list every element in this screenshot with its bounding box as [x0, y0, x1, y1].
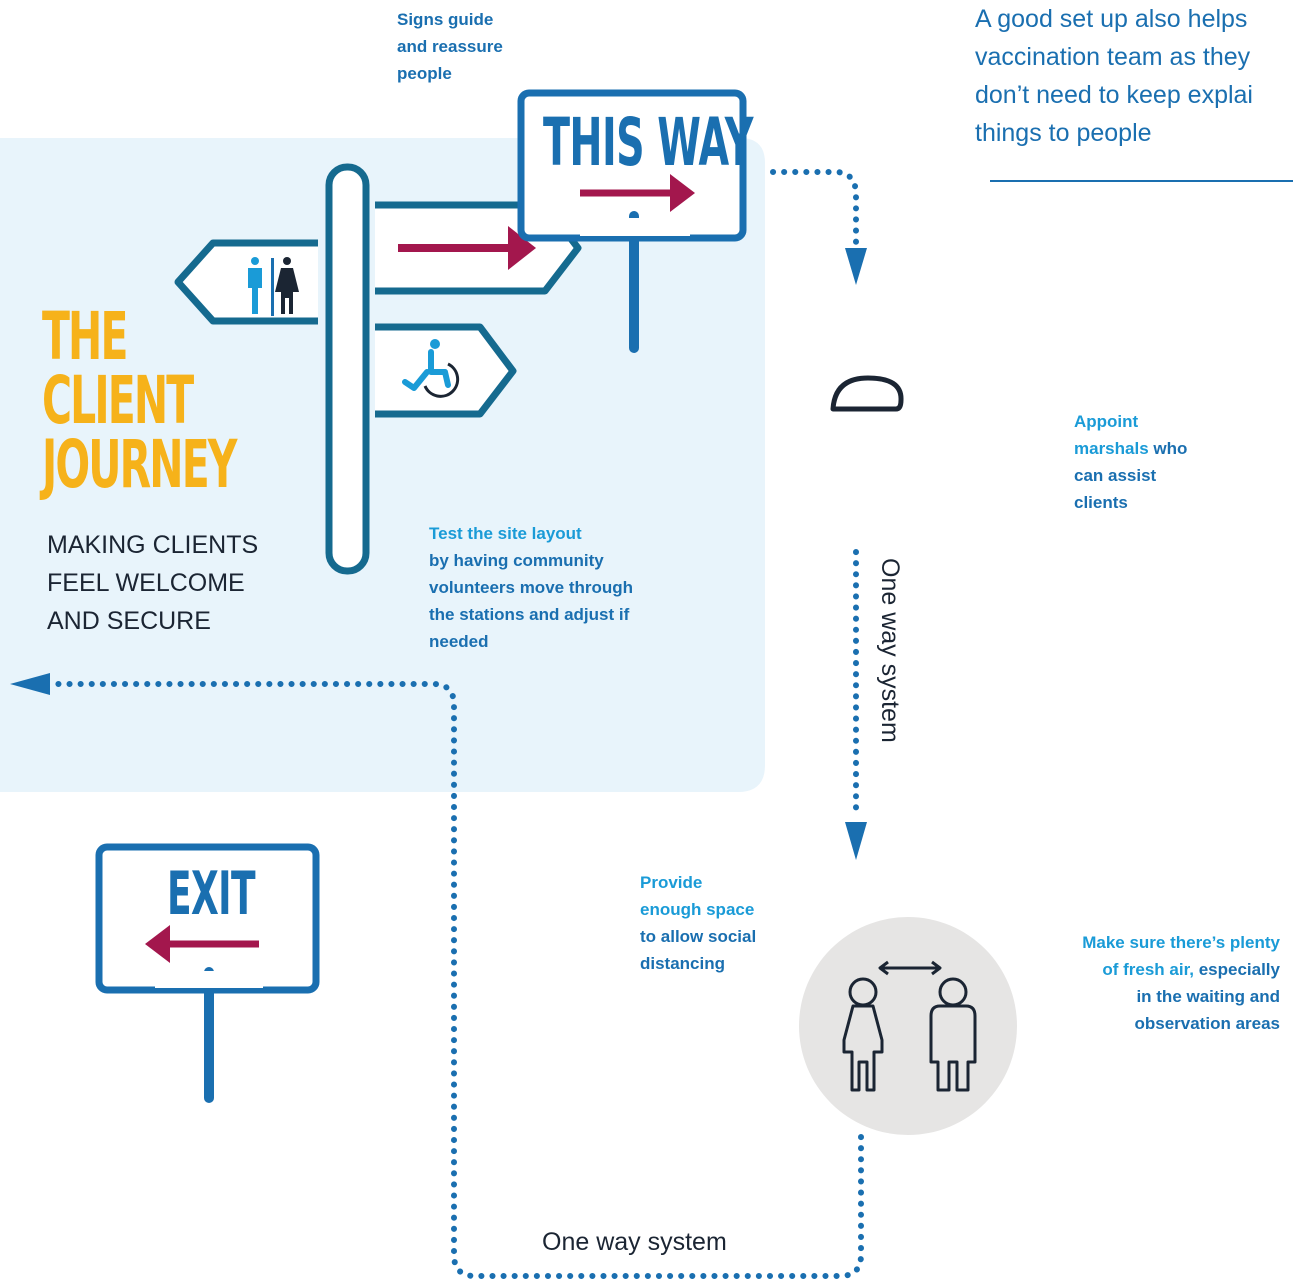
note-highlight: Test the site layout: [429, 524, 582, 543]
exit-label: EXIT: [167, 859, 255, 929]
arrow-left-icon: [145, 925, 259, 963]
note-fresh-air: Make sure there’s plenty of fresh air, e…: [1082, 929, 1280, 1037]
title-line: CLIENT: [42, 362, 194, 439]
note-line: distancing: [640, 954, 726, 973]
subtitle-line: AND SECURE: [47, 607, 211, 635]
social-distancing-icon: [842, 960, 977, 1092]
note-marshals: Appoint marshals who can assist clients: [1074, 408, 1187, 516]
note-line: the stations and adjust if: [429, 605, 630, 624]
flow-path-top: [770, 169, 859, 248]
page-title: THE CLIENT JOURNEY: [42, 298, 237, 503]
note-line: by having community: [429, 551, 604, 570]
aside-line: vaccination team as they: [975, 43, 1251, 71]
page-subtitle: MAKING CLIENTS FEEL WELCOME AND SECURE: [47, 526, 258, 640]
arrow-right-icon: [398, 226, 536, 270]
note-line: in the waiting and: [1136, 987, 1280, 1006]
note-line: and reassure: [397, 37, 503, 56]
note-highlight: marshals: [1074, 439, 1149, 458]
one-way-label-vertical: One way system: [876, 558, 904, 743]
marshal-cap-icon: [830, 375, 904, 412]
signpost-pole: [325, 163, 370, 575]
subtitle-line: MAKING CLIENTS: [47, 531, 259, 559]
note-line: to allow social: [640, 927, 757, 946]
aside-line: things to people: [975, 119, 1152, 147]
note-line: people: [397, 64, 452, 83]
note-space: Provide enough space to allow social dis…: [640, 869, 756, 977]
title-line: THE: [42, 298, 128, 375]
flow-path-bottom: [49, 681, 864, 1279]
note-test-layout: Test the site layout by having community…: [429, 520, 633, 655]
aside-line: don’t need to keep explai: [975, 81, 1253, 109]
distancing-circle: [799, 917, 1017, 1135]
note-highlight: Make sure there’s plenty: [1082, 933, 1280, 952]
flow-arrowhead: [845, 822, 867, 860]
aside-note: A good set up also helps vaccination tea…: [975, 0, 1293, 152]
restroom-icon: [248, 257, 299, 316]
note-highlight: of fresh air,: [1102, 960, 1194, 979]
note-line: volunteers move through: [429, 578, 634, 597]
note-signs-guide: Signs guide and reassure people: [397, 6, 503, 87]
note-line: who: [1148, 439, 1188, 458]
note-line: needed: [429, 632, 489, 651]
flow-arrowhead: [845, 248, 867, 285]
title-line: JOURNEY: [42, 426, 237, 503]
subtitle-line: FEEL WELCOME: [47, 569, 245, 597]
one-way-label-horizontal: One way system: [542, 1228, 727, 1256]
note-highlight: Provide: [640, 873, 703, 892]
aside-line: A good set up also helps: [975, 5, 1248, 33]
note-line: especially: [1193, 960, 1280, 979]
arrow-right-icon: [580, 174, 695, 212]
note-line: can assist: [1074, 466, 1157, 485]
note-highlight: Appoint: [1074, 412, 1139, 431]
note-line: Signs guide: [397, 10, 494, 29]
flow-arrowhead: [10, 673, 50, 695]
note-line: observation areas: [1134, 1014, 1280, 1033]
wheelchair-icon: [402, 339, 460, 398]
note-highlight: enough space: [640, 900, 755, 919]
this-way-label: THIS WAY: [543, 104, 753, 181]
note-line: clients: [1074, 493, 1128, 512]
